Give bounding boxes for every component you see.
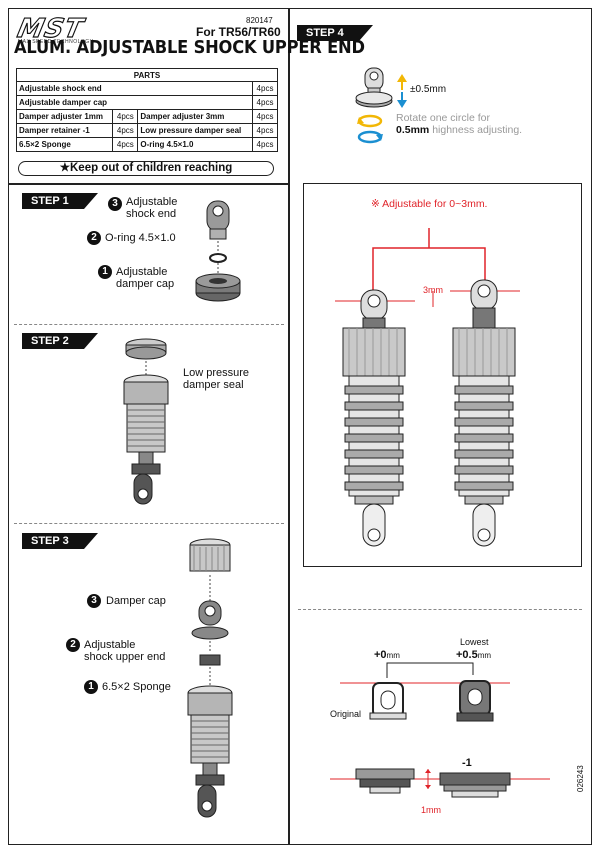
divider-step4-detail bbox=[298, 609, 582, 610]
step3-num-3: 3 bbox=[87, 594, 101, 608]
step1-label-3a: Adjustable bbox=[126, 196, 178, 208]
step3-tag: STEP 3 bbox=[22, 533, 98, 549]
rotate-instruction-a: Rotate one circle for bbox=[396, 112, 490, 124]
divider-step1-step2 bbox=[14, 324, 284, 325]
step3-num-2: 2 bbox=[66, 638, 80, 652]
step1-num-3: 3 bbox=[108, 197, 122, 211]
adjust-range-label: ±0.5mm bbox=[410, 84, 447, 95]
dimension-3mm: 3mm bbox=[423, 285, 443, 295]
lowest-label: Lowest bbox=[460, 637, 489, 647]
step1-label-1b: damper cap bbox=[116, 278, 175, 290]
step3-label-2a: Adjustable bbox=[84, 639, 136, 651]
step2-shock-illustration bbox=[123, 338, 169, 505]
height-detail-illustration bbox=[330, 662, 550, 798]
adjustable-note: ※ Adjustable for 0~3mm. bbox=[371, 198, 488, 210]
rotate-instruction-rest: highness adjusting. bbox=[429, 124, 523, 136]
parts-heading: PARTS bbox=[16, 68, 278, 82]
step2-label-b: damper seal bbox=[183, 379, 244, 391]
header-divider bbox=[8, 183, 289, 185]
rotate-arrows-icon bbox=[357, 114, 383, 144]
step1-parts-illustration bbox=[195, 200, 241, 302]
step3-label-1: 6.5×2 Sponge bbox=[102, 681, 171, 693]
step4-tag: STEP 4 bbox=[297, 25, 373, 41]
plus0-label: +0mm bbox=[374, 649, 400, 661]
step4-adjust-illustration bbox=[355, 67, 407, 108]
plus05-label: +0.5mm bbox=[456, 649, 492, 661]
product-code: 820147 bbox=[246, 16, 273, 25]
step1-label-2: O-ring 4.5×1.0 bbox=[105, 232, 176, 244]
step1-num-2: 2 bbox=[87, 231, 101, 245]
step2-tag: STEP 2 bbox=[22, 333, 98, 349]
step1-label-3b: shock end bbox=[126, 208, 177, 220]
page-border bbox=[8, 8, 592, 845]
step1-tag: STEP 1 bbox=[22, 193, 98, 209]
step2-label-a: Low pressure bbox=[183, 367, 250, 379]
step3-num-1: 1 bbox=[84, 680, 98, 694]
rotate-instruction-b: 0.5mm highness adjusting. bbox=[396, 124, 522, 136]
divider-step2-step3 bbox=[14, 523, 284, 524]
step3-label-3: Damper cap bbox=[106, 595, 166, 607]
column-divider bbox=[288, 8, 290, 845]
original-label: Original bbox=[330, 709, 362, 719]
safety-warning: ★Keep out of children reaching bbox=[18, 161, 274, 176]
minus1-label: -1 bbox=[462, 757, 472, 769]
step3-shock-illustration bbox=[187, 538, 233, 818]
step1-label-1a: Adjustable bbox=[116, 266, 168, 278]
shock-left bbox=[342, 289, 406, 547]
document-code: 026243 bbox=[576, 765, 585, 792]
brand-tagline: MAX SPEED TECHNOLOGY bbox=[18, 39, 94, 45]
step3-label-2b: shock upper end bbox=[84, 651, 166, 663]
rotate-amount: 0.5mm bbox=[396, 124, 430, 136]
shock-comparison-illustration bbox=[335, 228, 520, 547]
model-text: For TR56/TR60 bbox=[196, 25, 281, 39]
comparison-box bbox=[303, 183, 582, 567]
step1-num-1: 1 bbox=[98, 265, 112, 279]
page-title: ALUM. ADJUSTABLE SHOCK UPPER END bbox=[14, 38, 365, 58]
dimension-1mm: 1mm bbox=[421, 805, 441, 815]
shock-right bbox=[452, 279, 516, 547]
